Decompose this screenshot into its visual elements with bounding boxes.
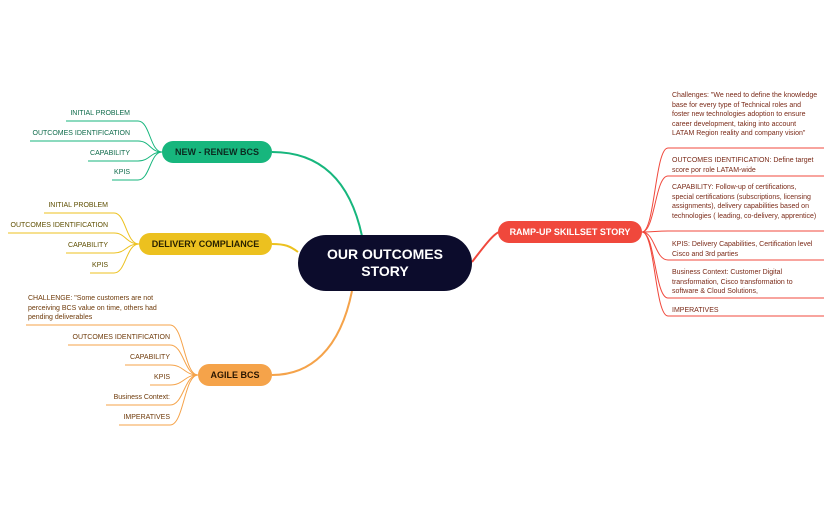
leaf-initial-problem[interactable]: INITIAL PROBLEM: [70, 110, 130, 117]
links-agile: [26, 324, 199, 426]
leaf-capability[interactable]: CAPABILITY: [68, 242, 108, 249]
links-new-renew: [30, 120, 163, 181]
links-ramp-up: [641, 147, 824, 317]
link-central-new-renew: [271, 151, 363, 237]
leaf-challenges[interactable]: Challenges: "We need to define the knowl…: [672, 92, 818, 137]
leaf-kpis[interactable]: KPIS: [154, 374, 170, 381]
central-topic[interactable]: OUR OUTCOMES STORY: [298, 235, 472, 291]
branch-delivery-compliance[interactable]: DELIVERY COMPLIANCE: [139, 233, 272, 255]
leaf-kpis[interactable]: KPIS: [114, 169, 130, 176]
leaf-outcomes-identification[interactable]: OUTCOMES IDENTIFICATION: [72, 334, 170, 341]
leaf-business-context[interactable]: Business Context: Customer Digital trans…: [672, 269, 793, 295]
leaf-capability[interactable]: CAPABILITY: [90, 150, 130, 157]
link-central-delivery: [271, 243, 299, 253]
branch-label: NEW - RENEW BCS: [175, 147, 259, 157]
leaf-kpis[interactable]: KPIS: Delivery Capabilities, Certificati…: [672, 241, 813, 258]
branch-label: AGILE BCS: [210, 370, 260, 380]
branch-new-renew-bcs[interactable]: NEW - RENEW BCS: [162, 141, 272, 163]
central-topic-label: OUR OUTCOMES STORY: [327, 246, 443, 279]
leaf-capability[interactable]: CAPABILITY: Follow-up of certifications,…: [672, 184, 817, 220]
leaf-outcomes-identification[interactable]: OUTCOMES IDENTIFICATION: [32, 130, 130, 137]
branch-agile-bcs[interactable]: AGILE BCS: [198, 364, 272, 386]
branch-ramp-up-skillset-story[interactable]: RAMP-UP SKILLSET STORY: [498, 221, 642, 243]
link-central-agile: [271, 290, 353, 376]
leaf-kpis[interactable]: KPIS: [92, 262, 108, 269]
link-central-ramp-up: [471, 231, 501, 263]
branch-label: DELIVERY COMPLIANCE: [151, 239, 260, 249]
leaf-outcomes-identification[interactable]: OUTCOMES IDENTIFICATION: [10, 222, 108, 229]
leaf-initial-problem[interactable]: INITIAL PROBLEM: [48, 202, 108, 209]
links-delivery: [8, 212, 140, 274]
leaf-business-context[interactable]: Business Context:: [113, 394, 170, 401]
leaf-capability[interactable]: CAPABILITY: [130, 354, 170, 361]
leaf-imperatives[interactable]: IMPERATIVES: [672, 307, 719, 314]
leaf-challenge[interactable]: CHALLENGE: "Some customers are not perce…: [28, 295, 157, 321]
leaf-imperatives[interactable]: IMPERATIVES: [123, 414, 170, 421]
branch-label: RAMP-UP SKILLSET STORY: [509, 227, 631, 237]
leaf-outcomes-identification[interactable]: OUTCOMES IDENTIFICATION: Define target s…: [672, 157, 814, 174]
